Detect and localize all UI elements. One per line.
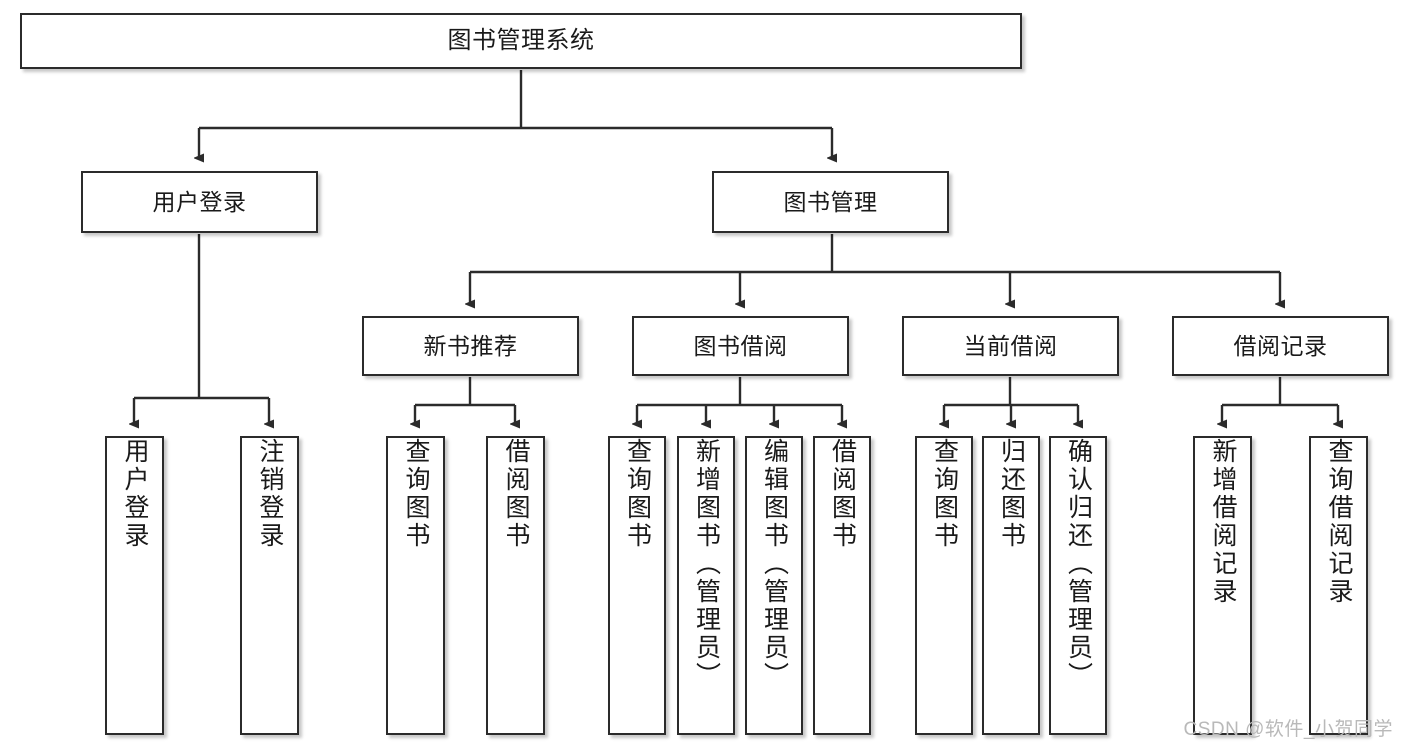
node-label: 新增借阅记录 [1209, 438, 1237, 606]
node-label: 图书管理 [783, 188, 878, 215]
leaf-query-book-recommend[interactable]: 查询图书 [386, 436, 445, 735]
connectors-currentborrow-to-leaves [944, 377, 1078, 424]
node-label: 借阅图书 [828, 438, 857, 550]
node-label: 注销登录 [256, 438, 284, 550]
node-label: 查询图书 [930, 438, 959, 550]
node-book-management[interactable]: 图书管理 [712, 171, 949, 233]
leaf-user-login[interactable]: 用户登录 [105, 436, 164, 735]
node-label: 借阅图书 [502, 438, 530, 550]
connectors-borrowrecord-to-leaves [1222, 377, 1338, 424]
node-label: 查询图书 [623, 438, 652, 550]
leaf-query-book-borrow[interactable]: 查询图书 [608, 436, 666, 735]
node-label: 图书管理系统 [447, 27, 595, 55]
leaf-borrow-book-recommend[interactable]: 借阅图书 [486, 436, 545, 735]
leaf-add-borrow-record[interactable]: 新增借阅记录 [1193, 436, 1252, 735]
node-book-borrow[interactable]: 图书借阅 [632, 316, 849, 376]
node-label: 用户登录 [152, 188, 247, 215]
node-user-login[interactable]: 用户登录 [81, 171, 318, 233]
node-label: 当前借阅 [963, 332, 1058, 359]
connectors-root-to-level2 [199, 70, 832, 158]
node-label: 查询图书 [402, 438, 430, 550]
leaf-query-borrow-record[interactable]: 查询借阅记录 [1309, 436, 1368, 735]
leaf-query-book-current[interactable]: 查询图书 [915, 436, 973, 735]
leaf-logout[interactable]: 注销登录 [240, 436, 299, 735]
node-label: 归还图书 [997, 438, 1026, 550]
node-borrow-record[interactable]: 借阅记录 [1172, 316, 1389, 376]
connectors-bookborrow-to-leaves [637, 377, 842, 424]
leaf-confirm-return-admin[interactable]: 确认归还（管理员） [1049, 436, 1107, 735]
node-label: 新增图书（管理员） [692, 438, 721, 690]
node-label: 用户登录 [121, 438, 149, 550]
node-root-system[interactable]: 图书管理系统 [20, 13, 1022, 69]
node-label: 编辑图书（管理员） [760, 438, 789, 690]
node-new-book-recommend[interactable]: 新书推荐 [362, 316, 579, 376]
connectors-bookmgmt-to-level3 [470, 234, 1280, 304]
leaf-borrow-book[interactable]: 借阅图书 [813, 436, 871, 735]
leaf-return-book[interactable]: 归还图书 [982, 436, 1040, 735]
node-current-borrow[interactable]: 当前借阅 [902, 316, 1119, 376]
node-label: 借阅记录 [1233, 332, 1328, 359]
leaf-edit-book-admin[interactable]: 编辑图书（管理员） [745, 436, 803, 735]
node-label: 查询借阅记录 [1325, 438, 1353, 606]
node-label: 新书推荐 [423, 332, 518, 359]
node-label: 确认归还（管理员） [1064, 438, 1093, 690]
leaf-add-book-admin[interactable]: 新增图书（管理员） [677, 436, 735, 735]
node-label: 图书借阅 [693, 332, 788, 359]
connectors-userlogin-to-leaves [134, 234, 269, 424]
connectors-newbook-to-leaves [415, 377, 515, 424]
